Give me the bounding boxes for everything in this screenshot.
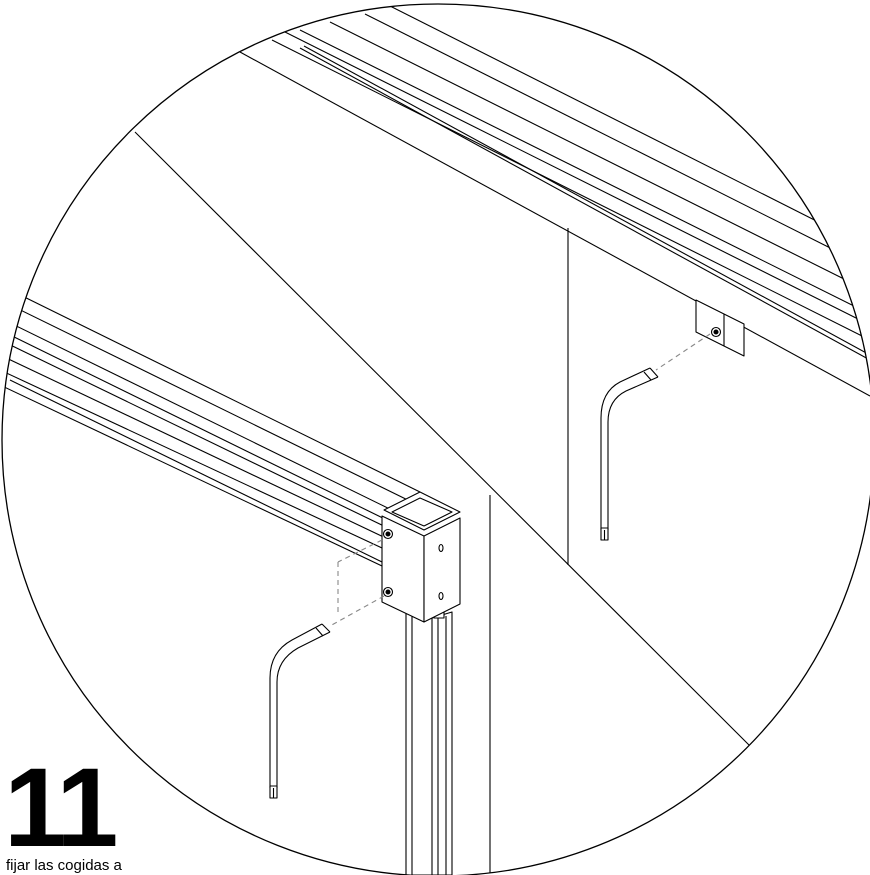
panel-divider <box>134 131 753 749</box>
alignment-dash <box>329 539 385 627</box>
corner-bracket-icon <box>381 491 461 623</box>
allen-key-icon <box>269 623 331 799</box>
allen-key-icon <box>600 367 659 541</box>
vertical-post <box>411 607 453 875</box>
step-number: 11 <box>4 745 118 870</box>
alignment-dash <box>655 333 711 371</box>
lower-rail <box>2 284 421 567</box>
top-rail <box>239 5 870 397</box>
upper-detail <box>239 5 870 565</box>
detail-circle <box>1 3 870 875</box>
corner-bracket-icon <box>695 299 745 357</box>
lower-detail <box>2 284 491 875</box>
step-caption: fijar las cogidas a <box>6 857 122 874</box>
